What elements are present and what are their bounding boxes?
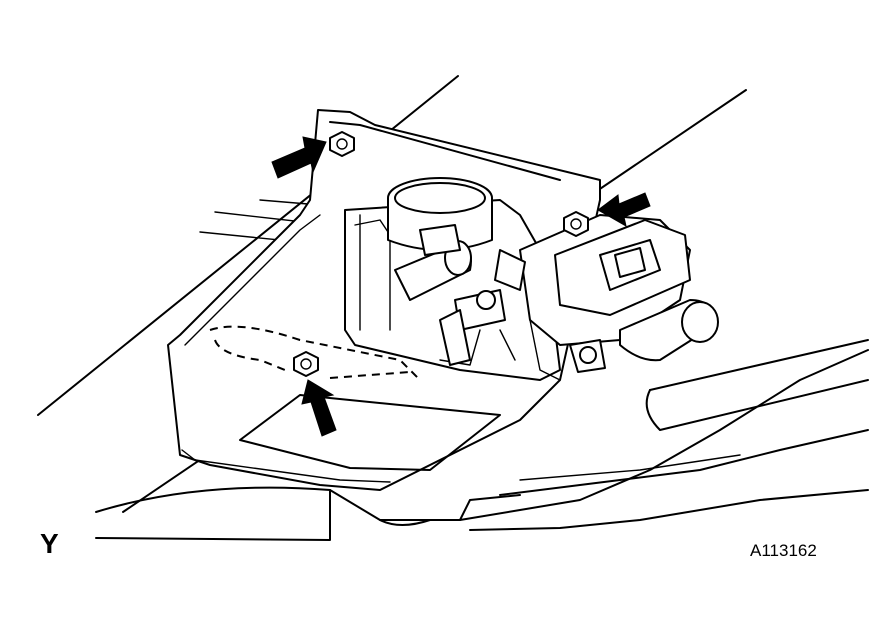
bolt-bottom: [293, 351, 319, 377]
bolt-top-left: [329, 131, 355, 157]
bolt-top-right: [563, 211, 589, 237]
bolt-heads: [293, 131, 589, 377]
indicator-arrows: [271, 136, 651, 437]
figure-id: A113162: [750, 541, 817, 560]
body-frame-lines: [95, 199, 869, 541]
arrow-top-right: [597, 192, 651, 227]
charcoal-canister: [344, 177, 719, 381]
arrow-bottom: [301, 379, 337, 437]
view-label: Y: [40, 528, 59, 559]
arrow-top-left: [271, 136, 327, 179]
